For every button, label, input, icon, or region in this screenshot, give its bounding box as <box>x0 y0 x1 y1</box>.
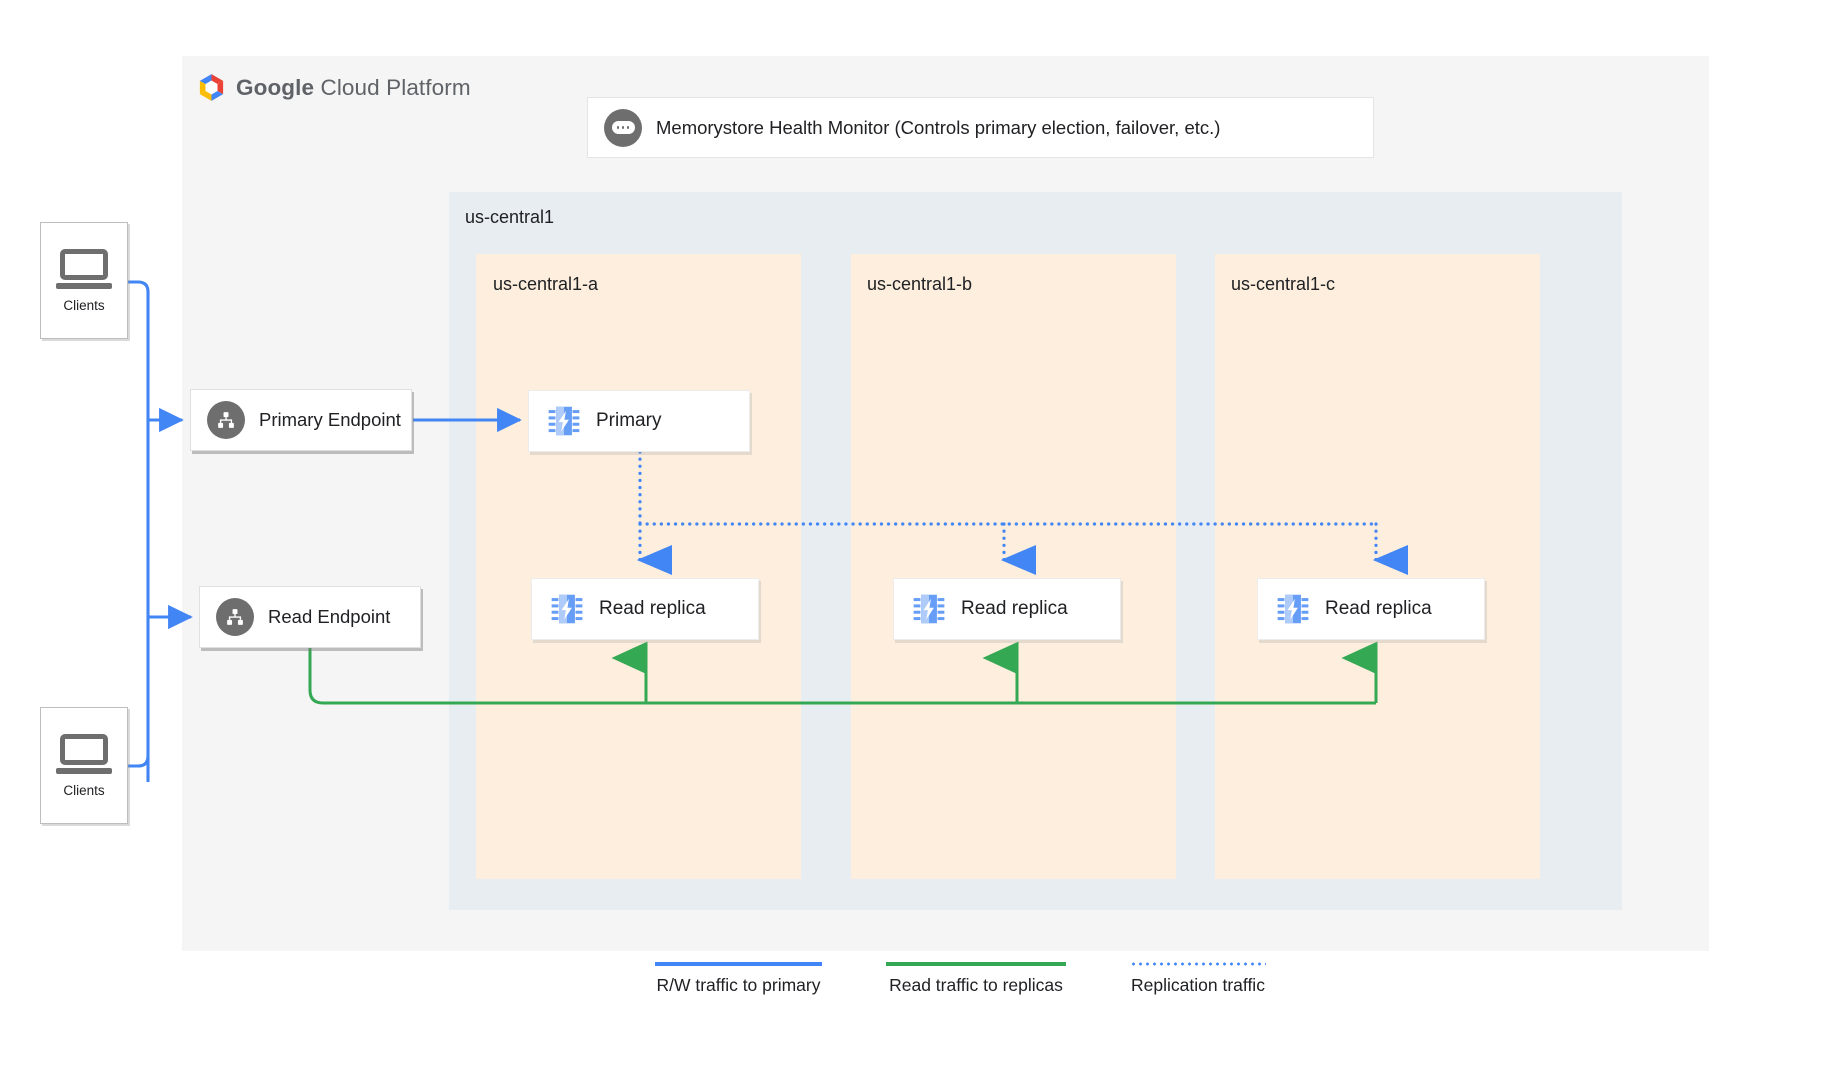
legend-label-rw-traffic: R/W traffic to primary <box>656 975 821 995</box>
health-monitor-icon <box>604 108 642 147</box>
client-label: Clients <box>63 297 105 313</box>
legend-swatch-green-solid <box>886 962 1066 966</box>
zone-container-us-central1-a <box>476 254 801 879</box>
memorystore-primary-card[interactable]: Primary <box>528 390 750 452</box>
network-endpoint-icon <box>207 401 245 439</box>
legend: R/W traffic to primary Read traffic to r… <box>655 962 1266 996</box>
zone-container-us-central1-c <box>1215 254 1540 879</box>
memorystore-chip-icon <box>548 590 586 628</box>
brand-logo-row: Google Cloud Platform <box>196 72 471 103</box>
region-label: us-central1 <box>465 207 555 227</box>
health-monitor-label: Memorystore Health Monitor (Controls pri… <box>656 116 1221 138</box>
legend-label-read-traffic: Read traffic to replicas <box>889 975 1063 995</box>
brand-name-bold: Google <box>236 74 315 100</box>
memorystore-read-replica-card-a[interactable]: Read replica <box>531 578 759 640</box>
read-endpoint-card[interactable]: Read Endpoint <box>199 586 421 648</box>
memorystore-chip-icon <box>910 590 948 628</box>
client-node-top[interactable]: Clients <box>40 222 128 339</box>
brand-name-rest: Cloud Platform <box>320 74 471 100</box>
zone-container-us-central1-b <box>851 254 1176 879</box>
laptop-icon <box>56 733 112 774</box>
primary-endpoint-card[interactable]: Primary Endpoint <box>190 389 412 451</box>
memorystore-chip-icon <box>1274 590 1312 628</box>
legend-item-replication-traffic: Replication traffic <box>1130 962 1266 996</box>
brand-wordmark: Google Cloud Platform <box>236 75 471 101</box>
memorystore-read-replica-card-b[interactable]: Read replica <box>893 578 1121 640</box>
legend-swatch-blue-dotted <box>1130 962 1266 966</box>
memorystore-read-replica-label: Read replica <box>961 598 1068 619</box>
network-endpoint-icon <box>216 598 254 636</box>
google-cloud-hexagon-icon <box>196 72 227 103</box>
laptop-icon <box>56 248 112 289</box>
zone-label-us-central1-c: us-central1-c <box>1231 274 1336 294</box>
legend-item-read-traffic: Read traffic to replicas <box>886 962 1066 996</box>
memorystore-read-replica-label: Read replica <box>1325 598 1432 619</box>
zone-label-us-central1-a: us-central1-a <box>493 274 599 294</box>
legend-swatch-blue-solid <box>655 962 822 966</box>
health-monitor-card[interactable]: Memorystore Health Monitor (Controls pri… <box>587 97 1374 158</box>
primary-endpoint-label: Primary Endpoint <box>259 409 401 430</box>
client-node-bottom[interactable]: Clients <box>40 707 128 824</box>
client-label: Clients <box>63 782 105 798</box>
memorystore-primary-label: Primary <box>596 410 662 431</box>
legend-label-replication-traffic: Replication traffic <box>1131 975 1265 995</box>
memorystore-read-replica-card-c[interactable]: Read replica <box>1257 578 1485 640</box>
read-endpoint-label: Read Endpoint <box>268 606 391 627</box>
memorystore-chip-icon <box>545 402 583 440</box>
legend-item-rw-traffic: R/W traffic to primary <box>655 962 822 996</box>
memorystore-read-replica-label: Read replica <box>599 598 706 619</box>
zone-label-us-central1-b: us-central1-b <box>867 274 973 294</box>
